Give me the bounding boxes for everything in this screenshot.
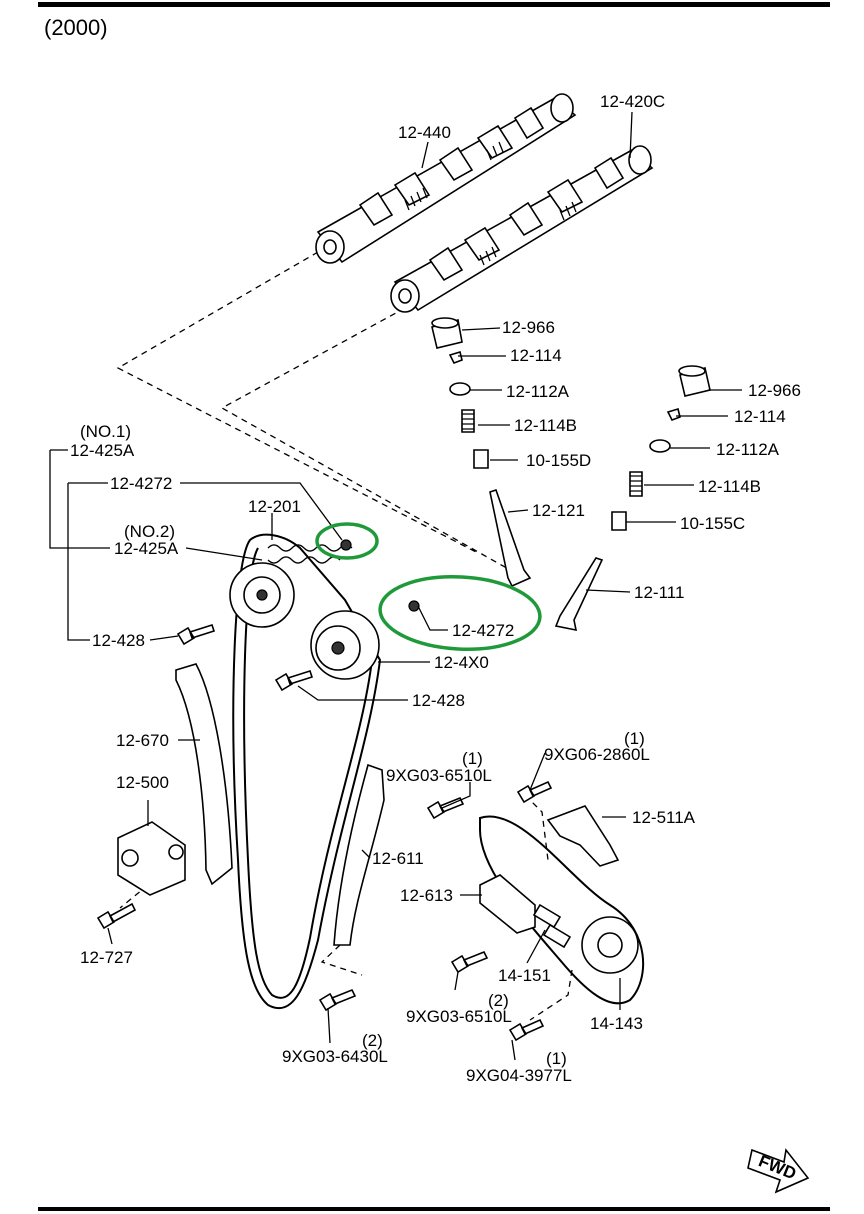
highlight-washer-a [315,522,379,560]
label-14-143: 14-143 [590,1014,643,1033]
valve-train-b [554,365,711,632]
label-q1-c: (1) [546,1049,567,1068]
keeper-a [448,350,463,365]
washer-b [408,600,420,612]
seal-a [473,449,489,469]
label-q2-a: (2) [488,991,509,1010]
guide-ref-line [320,944,363,976]
label-12-500: 12-500 [116,773,169,792]
oilpump-sprocket [581,916,639,974]
retainer-a [449,382,471,396]
label-10-155d: 10-155D [526,451,591,470]
spring-b [629,471,643,497]
spring-a [461,409,475,433]
valve-intake [489,488,532,588]
vvt-actuator [310,610,380,680]
label-12-966-b: 12-966 [748,381,801,400]
bolt-727 [96,902,137,930]
bolt-3977l [508,1018,545,1042]
leader-lines [49,111,742,1061]
label-12-428-a: 12-428 [92,631,145,650]
retainer-b [649,439,671,453]
bracket-ref-line [524,794,549,861]
bolt-428-b [274,669,314,692]
label-12-111: 12-111 [634,583,684,602]
label-12-727: 12-727 [80,948,133,967]
label-12-114-a: 12-114 [510,346,562,365]
timing-chain [232,533,382,1010]
top-rule [38,2,830,7]
label-9xg03-6510l-a: 9XG03-6510L [386,766,492,785]
label-12-966-a: 12-966 [502,318,555,337]
label-12-114b-b: 12-114B [698,477,761,496]
chain-guide [333,763,385,946]
label-12-4272-b: 12-4272 [452,621,514,640]
label-12-428-b: 12-428 [412,691,465,710]
tensioner-bracket [546,805,620,867]
label-12-425a-2: 12-425A [114,539,179,558]
label-12-201: 12-201 [248,497,301,516]
label-q1-b: (1) [624,729,645,748]
label-10-155c: 10-155C [680,514,745,533]
label-12-114-b: 12-114 [734,407,786,426]
label-12-112a-a: 12-112A [506,382,570,401]
fwd-arrow-icon: FWD [747,1148,810,1194]
highlight-washer-b [378,575,542,651]
label-14-151: 14-151 [498,966,551,985]
camshaft-ref-line [116,251,529,581]
label-q2-b: (2) [362,1031,383,1050]
valve-exhaust [554,557,604,632]
label-no2: (NO.2) [124,522,175,541]
label-12-511a: 12-511A [632,808,696,827]
chain-link-14-151 [532,903,572,949]
chain-links [267,544,353,564]
label-12-121: 12-121 [532,501,585,520]
bolt-6510l-b [450,950,489,974]
tensioner-arm [175,663,233,886]
label-12-670: 12-670 [116,731,169,750]
seal-b [611,511,627,531]
bolt-2860l [516,780,553,804]
label-9xg03-6510l-b: 9XG03-6510L [406,1007,512,1026]
label-9xg04-3977l: 9XG04-3977L [466,1066,572,1085]
keeper-b [666,407,681,422]
label-12-114b-a: 12-114B [514,416,577,435]
label-12-4x0: 12-4X0 [434,653,489,672]
label-q1-a: (1) [462,749,483,768]
valve-train-a [431,317,532,588]
label-12-420c: 12-420C [600,92,665,111]
label-12-4272-a: 12-4272 [110,474,172,493]
bolt-6430l [318,988,357,1012]
chain-guide-613 [479,874,536,934]
oilpump-ref-line [529,969,573,1021]
year-label: (2000) [44,15,108,40]
sprocket-no1 [229,562,295,628]
camshaft-intake [315,93,577,264]
label-12-112a-b: 12-112A [716,440,780,459]
washer-a [340,539,352,551]
bottom-rule [38,1207,830,1211]
label-9xg06-2860l: 9XG06-2860L [544,745,650,764]
bolt-428-a [176,623,216,646]
label-9xg03-6430l: 9XG03-6430L [282,1047,388,1066]
label-12-425a-1: 12-425A [70,441,135,460]
label-12-611: 12-611 [372,849,424,868]
label-no1: (NO.1) [80,422,131,441]
label-12-440: 12-440 [398,123,451,142]
label-12-613: 12-613 [400,886,453,905]
chain-tensioner [117,821,186,896]
camshaft-exhaust [390,145,654,313]
